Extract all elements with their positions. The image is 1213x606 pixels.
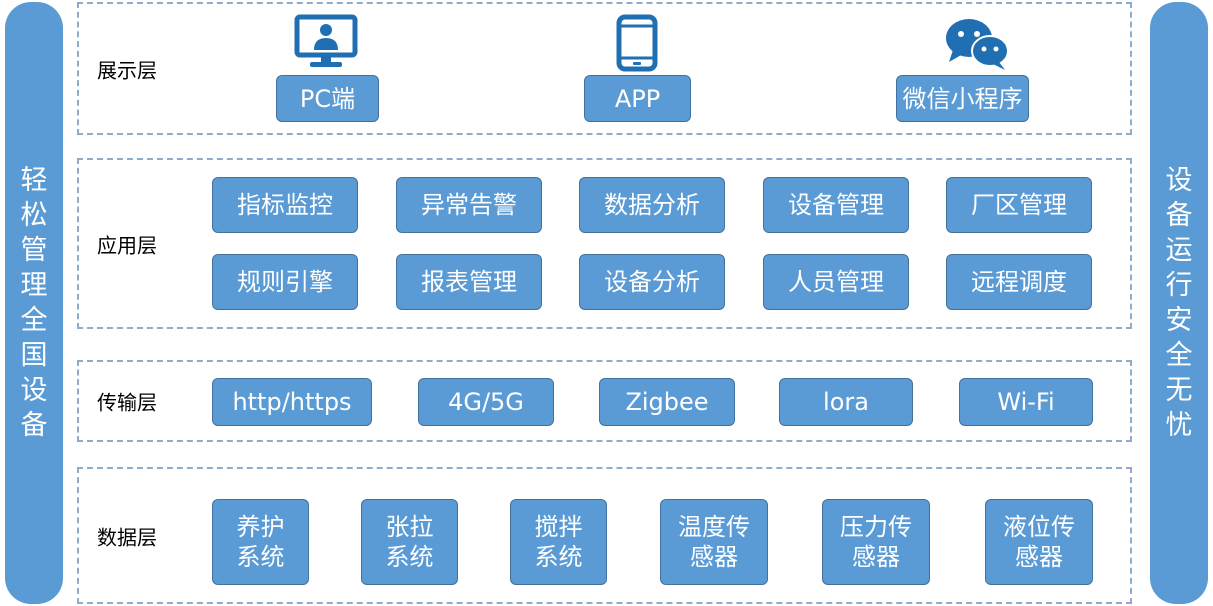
app-module-button[interactable]: 异常告警 [396,177,542,233]
right-slogan-char: 无 [1165,375,1193,406]
data-source-line1: 搅拌 [534,513,583,541]
right-slogan-char: 备 [1165,200,1193,231]
app-module-button[interactable]: 规则引擎 [212,254,358,310]
right-slogan-bar: 设 备 运 行 安 全 无 忧 [1150,2,1208,604]
data-source-button[interactable]: 养护 系统 [212,499,309,585]
left-slogan-char: 备 [20,410,48,441]
data-layer-label: 数据层 [97,525,157,549]
application-layer: 应用层 指标监控 异常告警 数据分析 设备管理 厂区管理 规则引擎 报表管理 设… [77,158,1132,329]
pc-client-button[interactable]: PC端 [276,75,379,122]
protocol-4g5g-button[interactable]: 4G/5G [418,378,554,426]
presentation-layer: 展示层 PC端 APP 微信小程序 [77,2,1132,135]
left-slogan-char: 松 [20,200,48,231]
wechat-icon [946,19,1009,70]
data-source-button[interactable]: 张拉 系统 [361,499,458,585]
left-slogan-bar: 轻 松 管 理 全 国 设 备 [5,2,63,604]
app-module-button[interactable]: 设备管理 [763,177,909,233]
data-source-button[interactable]: 温度传 感器 [660,499,768,585]
protocol-lora-button[interactable]: lora [779,378,913,426]
app-button[interactable]: APP [584,75,691,122]
data-source-line1: 养护 [236,513,285,541]
app-module-button[interactable]: 人员管理 [763,254,909,310]
app-module-button[interactable]: 指标监控 [212,177,358,233]
transport-layer-label: 传输层 [97,390,157,415]
right-slogan-char: 行 [1165,270,1193,301]
data-source-line1: 压力传 [840,513,912,541]
right-slogan-char: 忧 [1165,410,1193,441]
data-source-button[interactable]: 压力传 感器 [822,499,930,585]
data-source-line1: 温度传 [678,513,750,541]
data-source-line1: 液位传 [1003,513,1075,541]
data-source-line2: 感器 [852,543,900,571]
app-module-button[interactable]: 数据分析 [579,177,725,233]
wechat-miniprogram-button[interactable]: 微信小程序 [896,75,1029,122]
right-slogan-char: 安 [1165,305,1193,336]
monitor-user-icon [294,14,358,67]
data-source-line2: 感器 [1015,543,1063,571]
left-slogan-char: 国 [20,340,48,371]
presentation-layer-label: 展示层 [97,58,157,82]
application-layer-label: 应用层 [97,233,157,257]
app-module-button[interactable]: 远程调度 [946,254,1092,310]
right-slogan-char: 全 [1165,340,1193,371]
left-slogan-char: 全 [20,305,48,336]
smartphone-icon [616,14,658,72]
data-source-button[interactable]: 液位传 感器 [985,499,1093,585]
data-source-line2: 感器 [690,543,738,571]
data-source-line1: 张拉 [385,513,434,541]
app-module-button[interactable]: 报表管理 [396,254,542,310]
data-source-line2: 系统 [385,543,434,571]
data-source-line2: 系统 [534,543,583,571]
right-slogan-char: 设 [1165,165,1193,196]
left-slogan-char: 理 [20,270,48,301]
app-module-button[interactable]: 厂区管理 [946,177,1092,233]
data-source-line2: 系统 [236,543,285,571]
left-slogan-char: 设 [20,375,48,406]
app-module-button[interactable]: 设备分析 [579,254,725,310]
protocol-wifi-button[interactable]: Wi-Fi [959,378,1093,426]
left-slogan-char: 管 [20,235,48,266]
transport-layer: 传输层 http/https 4G/5G Zigbee lora Wi-Fi [77,360,1132,442]
protocol-zigbee-button[interactable]: Zigbee [599,378,735,426]
right-slogan-char: 运 [1165,235,1193,266]
data-layer: 数据层 养护 系统 张拉 系统 搅拌 系统 温度传 感器 压力传 感器 液位传 … [77,467,1132,604]
left-slogan-char: 轻 [20,165,48,196]
data-source-button[interactable]: 搅拌 系统 [510,499,607,585]
protocol-http-button[interactable]: http/https [212,378,372,426]
